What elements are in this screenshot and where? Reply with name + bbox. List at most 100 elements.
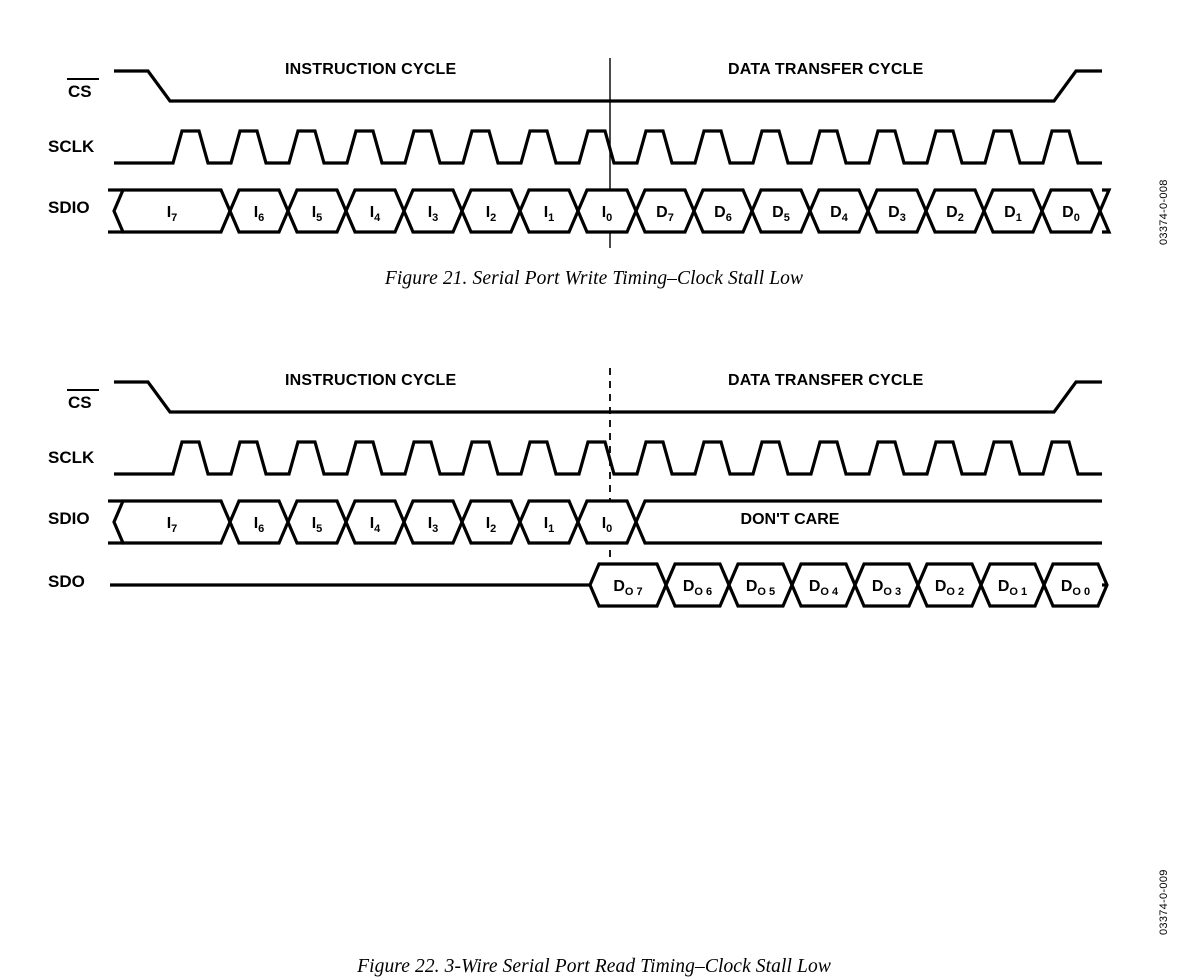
bus-bit-cell <box>112 499 232 545</box>
bus-bit-subscript: 1 <box>548 523 554 535</box>
bus-bit-label: I2 <box>486 204 497 224</box>
bus-bit-subscript: 4 <box>374 212 381 224</box>
signal-label-sclk-2: SCLK <box>48 448 95 467</box>
bus-bit-cell <box>228 499 290 545</box>
bus-bit-subscript: O 0 <box>1072 586 1090 598</box>
bus-bit-cell <box>664 562 731 608</box>
bus-bit-label: I5 <box>312 204 323 224</box>
bus-tail-high <box>1098 188 1112 212</box>
bus-bit-subscript: O 4 <box>820 586 839 598</box>
figure-21: INSTRUCTION CYCLE DATA TRANSFER CYCLE CS… <box>0 0 1188 310</box>
bus-bit-cell <box>588 562 668 608</box>
bus-tail-high <box>634 499 1102 523</box>
bus-bit-label: I6 <box>254 204 265 224</box>
bus-bit-subscript: O 6 <box>694 586 712 598</box>
bus-bit-cell <box>286 499 348 545</box>
bus-bit-cell <box>979 562 1046 608</box>
bus-bit-label: I2 <box>486 515 497 535</box>
bus-bit-subscript: 5 <box>316 523 322 535</box>
bus-bit-cell <box>853 562 920 608</box>
cs-waveform <box>114 69 1102 103</box>
figure-21-caption: Figure 21. Serial Port Write Timing–Cloc… <box>384 268 804 289</box>
bus-bit-subscript: O 3 <box>883 586 901 598</box>
bus-bit-label: I4 <box>370 204 381 224</box>
bus-bit-cell <box>576 499 638 545</box>
bus-bit-cell <box>518 188 580 234</box>
bus-bit-label: I5 <box>312 515 323 535</box>
figure-21-id-code: 03374-0-008 <box>1158 179 1170 245</box>
bus-bit-cell <box>402 188 464 234</box>
bus-bit-subscript: 3 <box>432 523 438 535</box>
figure-22-timing-diagram: INSTRUCTION CYCLE DATA TRANSFER CYCLE CS… <box>48 368 1109 608</box>
bus-bit-subscript: O 7 <box>625 586 643 598</box>
bus-bit-subscript: 3 <box>432 212 438 224</box>
bus-bit-subscript: O 1 <box>1009 586 1027 598</box>
bus-bit-label: I4 <box>370 515 381 535</box>
bus-bit-label: I6 <box>254 515 265 535</box>
bus-bit-label: I0 <box>602 515 613 535</box>
bus-bit-cell <box>1042 562 1109 608</box>
bus-bit-cell <box>344 499 406 545</box>
bus-bit-cell <box>344 188 406 234</box>
signal-label-cs: CS <box>68 82 92 101</box>
bus-bit-label: I1 <box>544 204 555 224</box>
bus-bit-subscript: 7 <box>668 212 674 224</box>
bus-bit-subscript: O 5 <box>757 586 775 598</box>
signal-label-sdio: SDIO <box>48 198 90 217</box>
bus-bit-cell <box>228 188 290 234</box>
bus-bit-cell <box>286 188 348 234</box>
bus-bit-cell <box>790 562 857 608</box>
bus-bit-subscript: 7 <box>171 212 177 224</box>
sclk-waveform <box>114 129 1102 165</box>
bus-bit-label: I7 <box>167 204 178 224</box>
bus-bit-subscript: 6 <box>726 212 732 224</box>
bus-bit-label: I3 <box>428 204 439 224</box>
bus-bit-subscript: 0 <box>1074 212 1080 224</box>
bus-bit-subscript: 1 <box>1016 212 1022 224</box>
signal-label-sclk: SCLK <box>48 137 95 156</box>
bus-bit-subscript: 2 <box>958 212 964 224</box>
bus-bit-cell <box>112 188 232 234</box>
bus-bit-cell <box>460 499 522 545</box>
figure-21-timing-diagram: INSTRUCTION CYCLE DATA TRANSFER CYCLE CS… <box>48 58 1112 248</box>
bus-bit-subscript: 4 <box>842 212 849 224</box>
cs-waveform-2 <box>114 380 1102 414</box>
bus-bit-cell <box>576 188 638 234</box>
sclk-waveform-2 <box>114 440 1102 476</box>
bus-bit-subscript: 2 <box>490 212 496 224</box>
bus-bit-subscript: 0 <box>606 523 612 535</box>
bus-bit-label: I3 <box>428 515 439 535</box>
signal-label-sdio-2: SDIO <box>48 509 90 528</box>
bus-bit-subscript: 5 <box>784 212 790 224</box>
bus-bit-cell <box>460 188 522 234</box>
bus-bit-subscript: 6 <box>258 523 264 535</box>
bus-bit-subscript: 3 <box>900 212 906 224</box>
sdio-bus-waveform-2: I7 I6 I5 I4 I3 I2 I1 I0 <box>108 499 1102 545</box>
bus-bit-label: I1 <box>544 515 555 535</box>
signal-label-sdo: SDO <box>48 572 85 591</box>
bus-bit-subscript: 2 <box>490 523 496 535</box>
bus-bit-subscript: 0 <box>606 212 612 224</box>
bus-bit-label: I7 <box>167 515 178 535</box>
bus-bit-cell <box>916 562 983 608</box>
figure-22-id-code: 03374-0-009 <box>1158 869 1170 935</box>
bus-bit-subscript: 6 <box>258 212 264 224</box>
dont-care-label: DON'T CARE <box>741 511 840 528</box>
figure-22: INSTRUCTION CYCLE DATA TRANSFER CYCLE CS… <box>0 310 1188 977</box>
bus-tail-low <box>634 521 1102 545</box>
signal-label-cs-2: CS <box>68 393 92 412</box>
bus-bit-subscript: O 2 <box>946 586 964 598</box>
bus-bit-cell <box>727 562 794 608</box>
instruction-cycle-header: INSTRUCTION CYCLE <box>285 61 457 78</box>
bus-bit-label: I0 <box>602 204 613 224</box>
bus-bit-cell <box>402 499 464 545</box>
data-transfer-cycle-header-2: DATA TRANSFER CYCLE <box>728 372 924 389</box>
bus-bit-subscript: 1 <box>548 212 554 224</box>
figure-22-caption: Figure 22. 3-Wire Serial Port Read Timin… <box>357 956 831 977</box>
data-transfer-cycle-header: DATA TRANSFER CYCLE <box>728 61 924 78</box>
bus-bit-subscript: 7 <box>171 523 177 535</box>
bus-bit-cell <box>518 499 580 545</box>
instruction-cycle-header-2: INSTRUCTION CYCLE <box>285 372 457 389</box>
